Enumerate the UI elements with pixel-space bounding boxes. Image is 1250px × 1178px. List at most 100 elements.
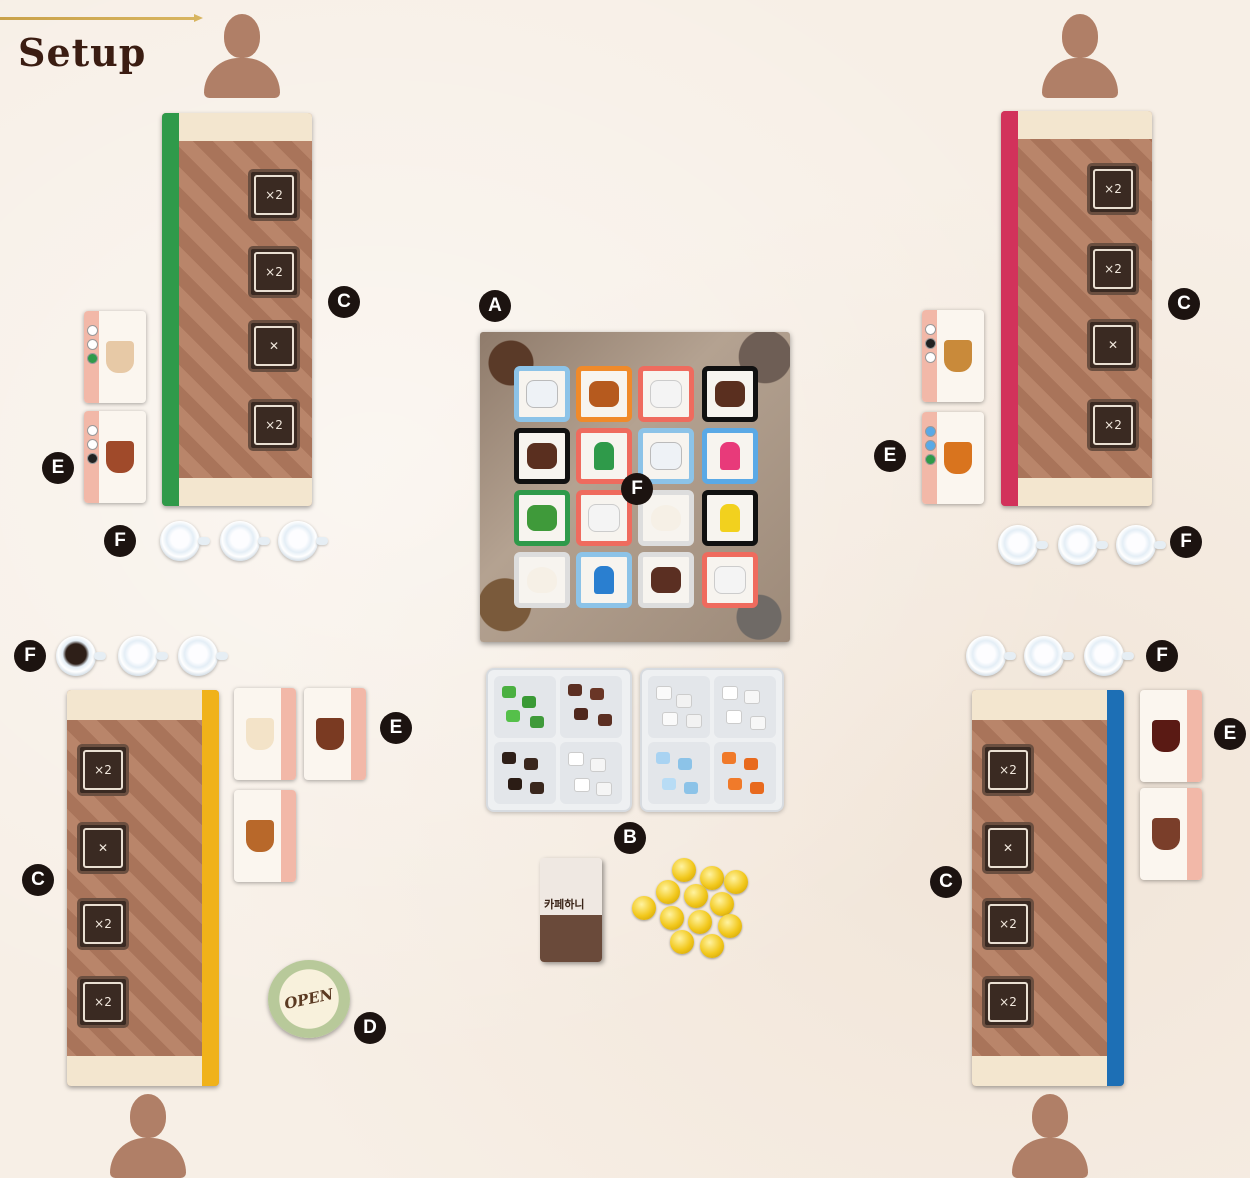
player-silhouette-icon [1010,1094,1090,1178]
action-slot[interactable]: ×2 [1087,243,1139,295]
coffee-cup-icon[interactable] [1084,636,1124,676]
ingredient-tile[interactable] [702,366,758,422]
label-d: D [354,1012,386,1044]
coffee-cup-icon[interactable] [1024,636,1064,676]
player-silhouette-icon [1040,14,1120,98]
open-token-text: OPEN [283,985,335,1013]
coffee-cup-icon[interactable] [998,525,1038,565]
coin-icon[interactable] [672,858,696,882]
ingredient-tile[interactable] [638,552,694,608]
ingredient-tile[interactable] [702,552,758,608]
action-slot[interactable]: ×2 [248,246,300,298]
barista-tile[interactable] [702,428,758,484]
ingredient-tile[interactable] [514,552,570,608]
coin-icon[interactable] [656,880,680,904]
coin-icon[interactable] [632,896,656,920]
action-slot[interactable]: ✕ [77,822,129,874]
player-board-blue[interactable]: ×2 ✕ ×2 ×2 [972,690,1124,1086]
recipe-card[interactable] [234,790,296,882]
deck-title: 카페하니 [544,896,584,912]
action-slot[interactable]: ×2 [248,399,300,451]
recipe-card[interactable] [84,411,146,503]
tray-well-caramel[interactable] [714,742,776,804]
label-a: A [479,290,511,322]
coffee-cup-icon[interactable] [56,636,96,676]
recipe-card[interactable] [234,688,296,780]
tray-well-cream[interactable] [714,676,776,738]
ingredient-tray[interactable] [486,668,632,812]
ingredient-tile[interactable] [576,366,632,422]
action-slot[interactable]: ×2 [1087,399,1139,451]
coffee-cup-icon[interactable] [178,636,218,676]
label-e: E [42,452,74,484]
player-board-pink[interactable]: ×2 ×2 ✕ ×2 [1001,111,1152,506]
label-b: B [614,822,646,854]
action-slot[interactable]: ✕ [1087,319,1139,371]
action-slot[interactable]: ✕ [982,822,1034,874]
coffee-cup-icon[interactable] [1058,525,1098,565]
recipe-card[interactable] [304,688,366,780]
recipe-card[interactable] [1140,690,1202,782]
ingredient-tile[interactable] [514,366,570,422]
coin-icon[interactable] [710,892,734,916]
barista-tile[interactable] [702,490,758,546]
barista-tile[interactable] [576,428,632,484]
tray-well-milk[interactable] [560,742,622,804]
player-silhouette-icon [108,1094,188,1178]
coffee-cup-icon[interactable] [1116,525,1156,565]
tray-well-leaves[interactable] [494,676,556,738]
recipe-card[interactable] [1140,788,1202,880]
action-slot[interactable]: ×2 [77,744,129,796]
action-slot[interactable]: ×2 [248,169,300,221]
label-e: E [380,712,412,744]
label-e: E [874,440,906,472]
label-f: F [104,525,136,557]
player-board-green[interactable]: ×2 ×2 ✕ ×2 [162,113,312,506]
ingredient-tray[interactable] [640,668,784,812]
label-f: F [1170,526,1202,558]
label-f: F [1146,640,1178,672]
coin-icon[interactable] [724,870,748,894]
recipe-card[interactable] [922,412,984,504]
coin-icon[interactable] [670,930,694,954]
coffee-cup-icon[interactable] [220,521,260,561]
action-slot[interactable]: ×2 [77,976,129,1028]
player-silhouette-icon [202,14,282,98]
ingredient-tile[interactable] [514,428,570,484]
open-token[interactable]: OPEN [268,960,350,1038]
coffee-cup-icon[interactable] [160,521,200,561]
coin-icon[interactable] [718,914,742,938]
coffee-cup-icon[interactable] [118,636,158,676]
action-slot[interactable]: ×2 [77,898,129,950]
coffee-cup-icon[interactable] [278,521,318,561]
label-f: F [14,640,46,672]
tray-well-ice[interactable] [648,742,710,804]
card-deck[interactable]: 카페하니 [540,858,602,962]
label-c: C [930,866,962,898]
ingredient-tile[interactable] [638,366,694,422]
tray-well-sugar[interactable] [648,676,710,738]
label-e: E [1214,718,1246,750]
label-f: F [621,473,653,505]
label-c: C [1168,288,1200,320]
player-board-yellow[interactable]: ×2 ✕ ×2 ×2 [67,690,219,1086]
action-slot[interactable]: ✕ [248,320,300,372]
recipe-card[interactable] [922,310,984,402]
action-slot[interactable]: ×2 [982,976,1034,1028]
page-title: Setup [18,30,146,75]
coin-icon[interactable] [660,906,684,930]
action-slot[interactable]: ×2 [982,744,1034,796]
action-slot[interactable]: ×2 [1087,163,1139,215]
coin-icon[interactable] [684,884,708,908]
coffee-cup-icon[interactable] [966,636,1006,676]
coin-icon[interactable] [700,934,724,958]
label-c: C [328,286,360,318]
barista-tile[interactable] [576,552,632,608]
tray-well-chocolate[interactable] [560,676,622,738]
ingredient-tile[interactable] [514,490,570,546]
recipe-card[interactable] [84,311,146,403]
header-rule [0,17,195,20]
tray-well-beans[interactable] [494,742,556,804]
action-slot[interactable]: ×2 [982,898,1034,950]
coin-icon[interactable] [688,910,712,934]
